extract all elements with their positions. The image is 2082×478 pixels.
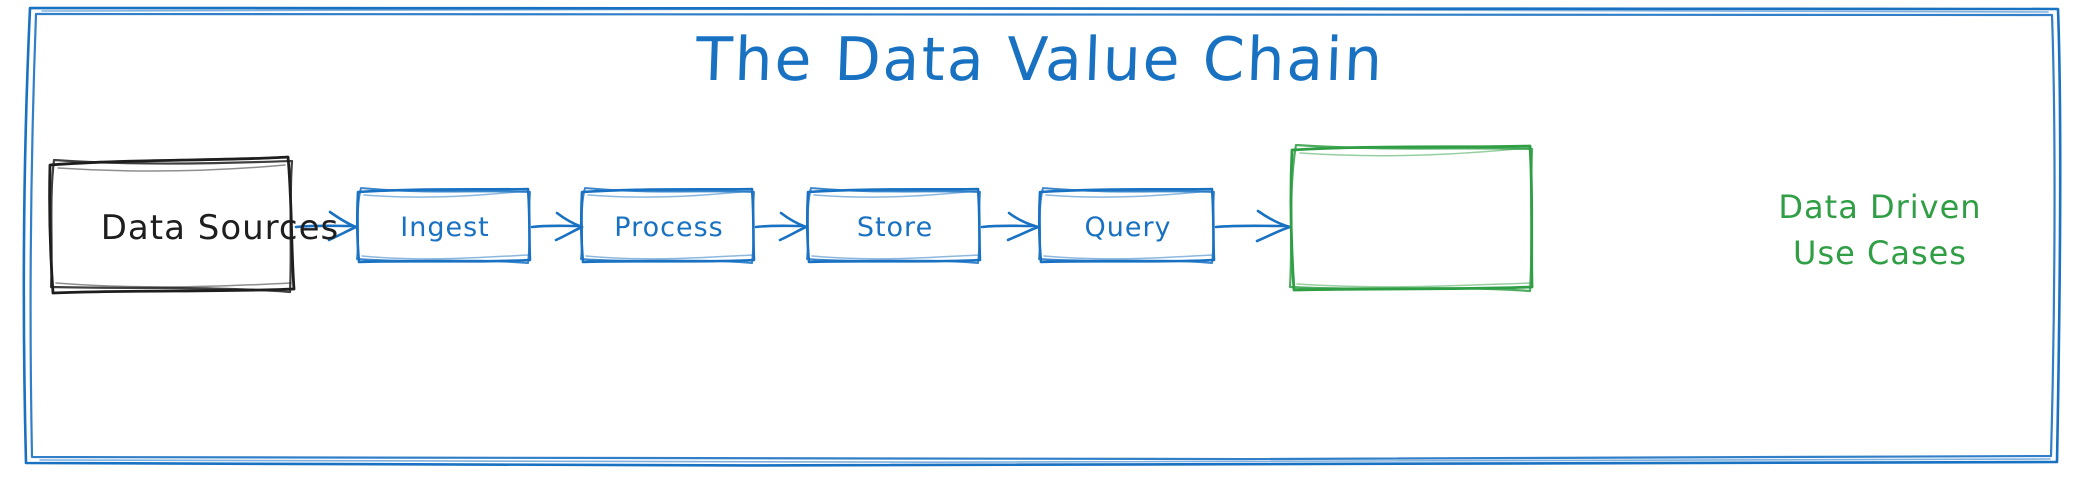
data-driven-use-cases-box[interactable]	[1288, 143, 1534, 293]
arrow-ingest-to-process	[530, 211, 584, 242]
outer-frame	[22, 3, 2062, 468]
arrow-store-to-query	[980, 211, 1040, 242]
query-box[interactable]	[1038, 187, 1216, 264]
arrow-query-to-outcome	[1214, 209, 1292, 243]
data-sources-box[interactable]	[48, 155, 296, 295]
store-box[interactable]	[806, 187, 982, 264]
arrow-source-to-ingest	[294, 210, 358, 242]
arrow-process-to-store	[754, 211, 808, 242]
ingest-box[interactable]	[356, 187, 532, 264]
process-box[interactable]	[580, 187, 756, 264]
